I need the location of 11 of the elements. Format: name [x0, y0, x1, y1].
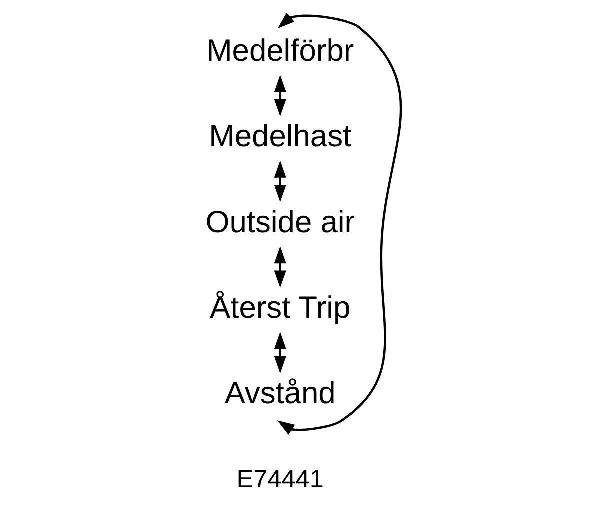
- node-text: Återst Trip: [210, 289, 350, 324]
- arrow: [274, 332, 286, 374]
- label: E74441: [236, 465, 324, 494]
- arrow: [277, 12, 402, 435]
- arrow: [274, 160, 286, 202]
- node-text: Medelförbr: [206, 32, 354, 68]
- node-text: Outside air: [205, 204, 355, 239]
- arrow: [274, 74, 286, 116]
- node-text: Avstånd: [224, 375, 336, 410]
- node-text: Medelhast: [208, 118, 352, 154]
- arrow: [274, 246, 286, 288]
